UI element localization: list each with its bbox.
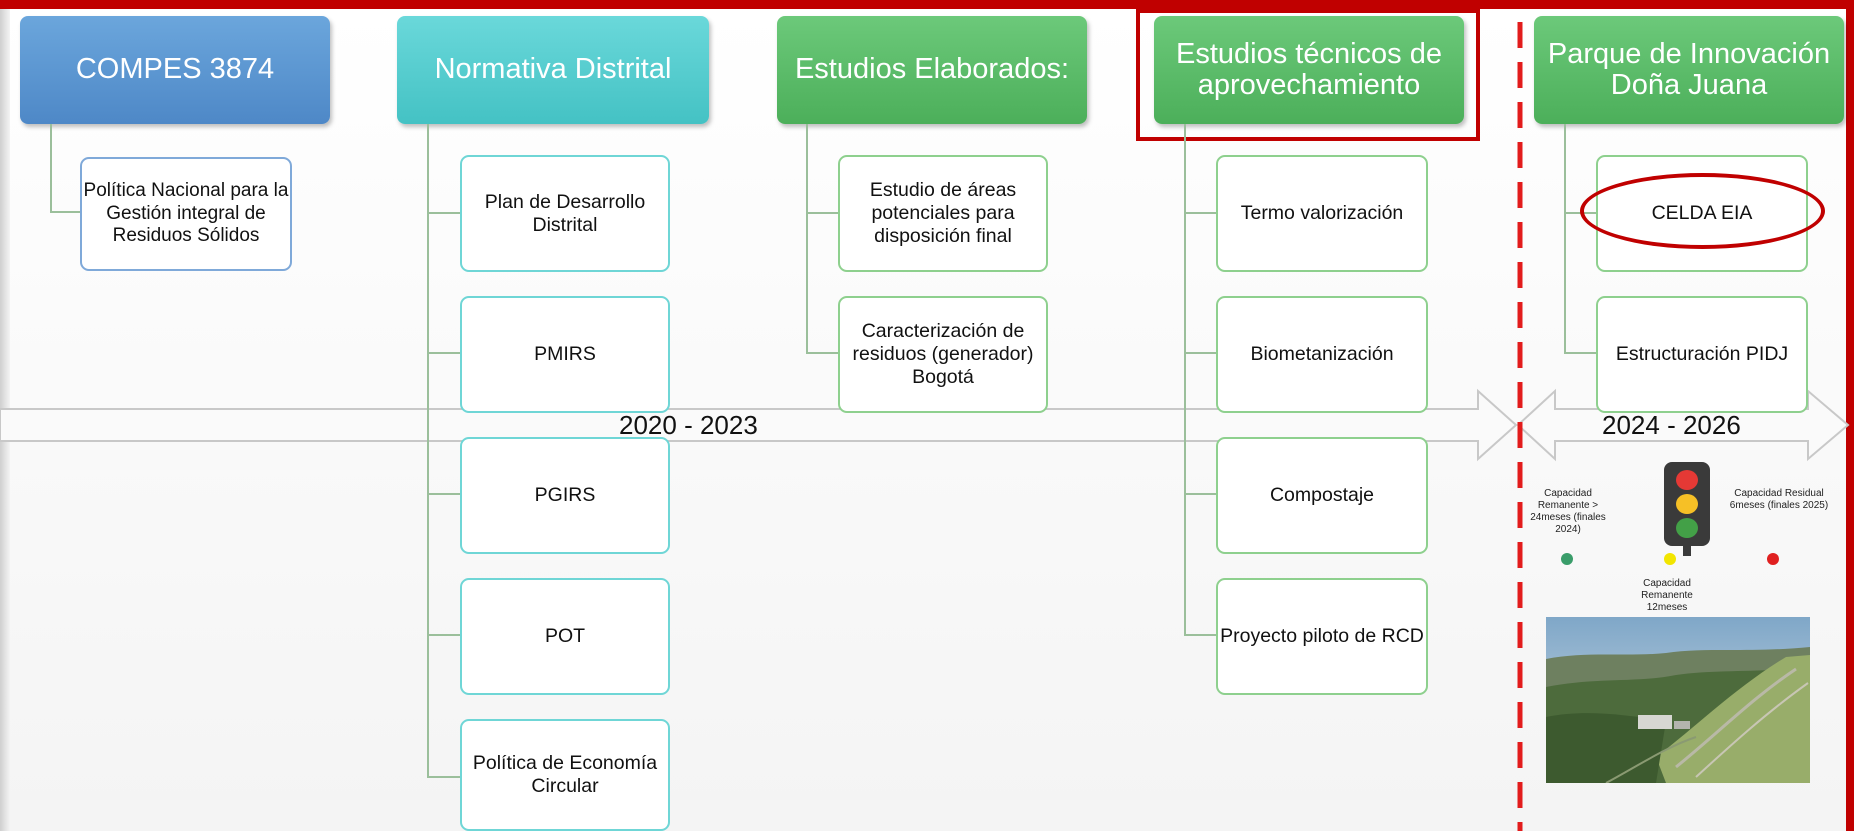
connector-vertical: [427, 124, 429, 778]
box-estructuracion-pidj: Estructuración PIDJ: [1596, 296, 1808, 413]
header-normativa-distrital: Normativa Distrital: [397, 16, 709, 124]
box-estudio-areas-potenciales: Estudio de áreas potenciales para dispos…: [838, 155, 1048, 272]
timeline-arrow-2020-2023: [0, 388, 1518, 462]
traffic-light-icon: [1664, 462, 1710, 546]
connector-vertical: [50, 124, 52, 213]
connector-branch: [806, 352, 838, 354]
label-capacidad-6meses: Capacidad Residual 6meses (finales 2025): [1729, 488, 1829, 511]
header-compes: COMPES 3874: [20, 16, 330, 124]
box-politica-nacional: Política Nacional para la Gestión integr…: [80, 157, 292, 271]
status-dot-yellow: [1664, 553, 1676, 565]
header-estudios-tecnicos: Estudios técnicos de aprovechamiento: [1154, 16, 1464, 124]
header-parque-dona-juana: Parque de Innovación Doña Juana: [1534, 16, 1844, 124]
status-dot-green: [1561, 553, 1573, 565]
connector-branch: [1184, 634, 1216, 636]
connector-branch: [427, 776, 460, 778]
box-pmirs: PMIRS: [460, 296, 670, 413]
box-politica-economia-circular: Política de Economía Circular: [460, 719, 670, 831]
timeline-label-2024-2026: 2024 - 2026: [1602, 410, 1741, 440]
label-capacidad-24meses: Capacidad Remanente > 24meses (finales 2…: [1530, 488, 1606, 535]
connector-branch: [1184, 212, 1216, 214]
traffic-light-pole: [1683, 546, 1691, 556]
connector-branch: [427, 634, 460, 636]
connector-branch: [50, 211, 80, 213]
timeline-label-2020-2023: 2020 - 2023: [619, 410, 758, 440]
box-proyecto-piloto-rcd: Proyecto piloto de RCD: [1216, 578, 1428, 695]
connector-branch: [1564, 352, 1596, 354]
box-pgirs: PGIRS: [460, 437, 670, 554]
box-compostaje: Compostaje: [1216, 437, 1428, 554]
connector-branch: [427, 493, 460, 495]
box-biometanizacion: Biometanización: [1216, 296, 1428, 413]
connector-branch: [1184, 352, 1216, 354]
connector-branch: [427, 212, 460, 214]
highlight-frame: [1136, 9, 1480, 141]
header-estudios-elaborados: Estudios Elaborados:: [777, 16, 1087, 124]
label-capacidad-12meses: Capacidad Remanente 12meses: [1641, 578, 1693, 613]
box-caracterizacion-residuos: Caracterización de residuos (generador) …: [838, 296, 1048, 413]
connector-vertical: [1184, 124, 1186, 636]
timeline-arrow-2024-2026: [1516, 388, 1850, 462]
highlight-ellipse: [1580, 173, 1825, 249]
box-plan-desarrollo: Plan de Desarrollo Distrital: [460, 155, 670, 272]
landfill-site-photo: [1546, 617, 1810, 783]
right-red-border: [1846, 9, 1854, 831]
connector-vertical: [806, 124, 808, 353]
connector-vertical: [1564, 124, 1566, 353]
top-red-border: [0, 0, 1854, 9]
status-dot-red: [1767, 553, 1779, 565]
box-termo-valorizacion: Termo valorización: [1216, 155, 1428, 272]
connector-branch: [1184, 493, 1216, 495]
connector-branch: [806, 212, 838, 214]
box-pot: POT: [460, 578, 670, 695]
connector-branch: [427, 352, 460, 354]
